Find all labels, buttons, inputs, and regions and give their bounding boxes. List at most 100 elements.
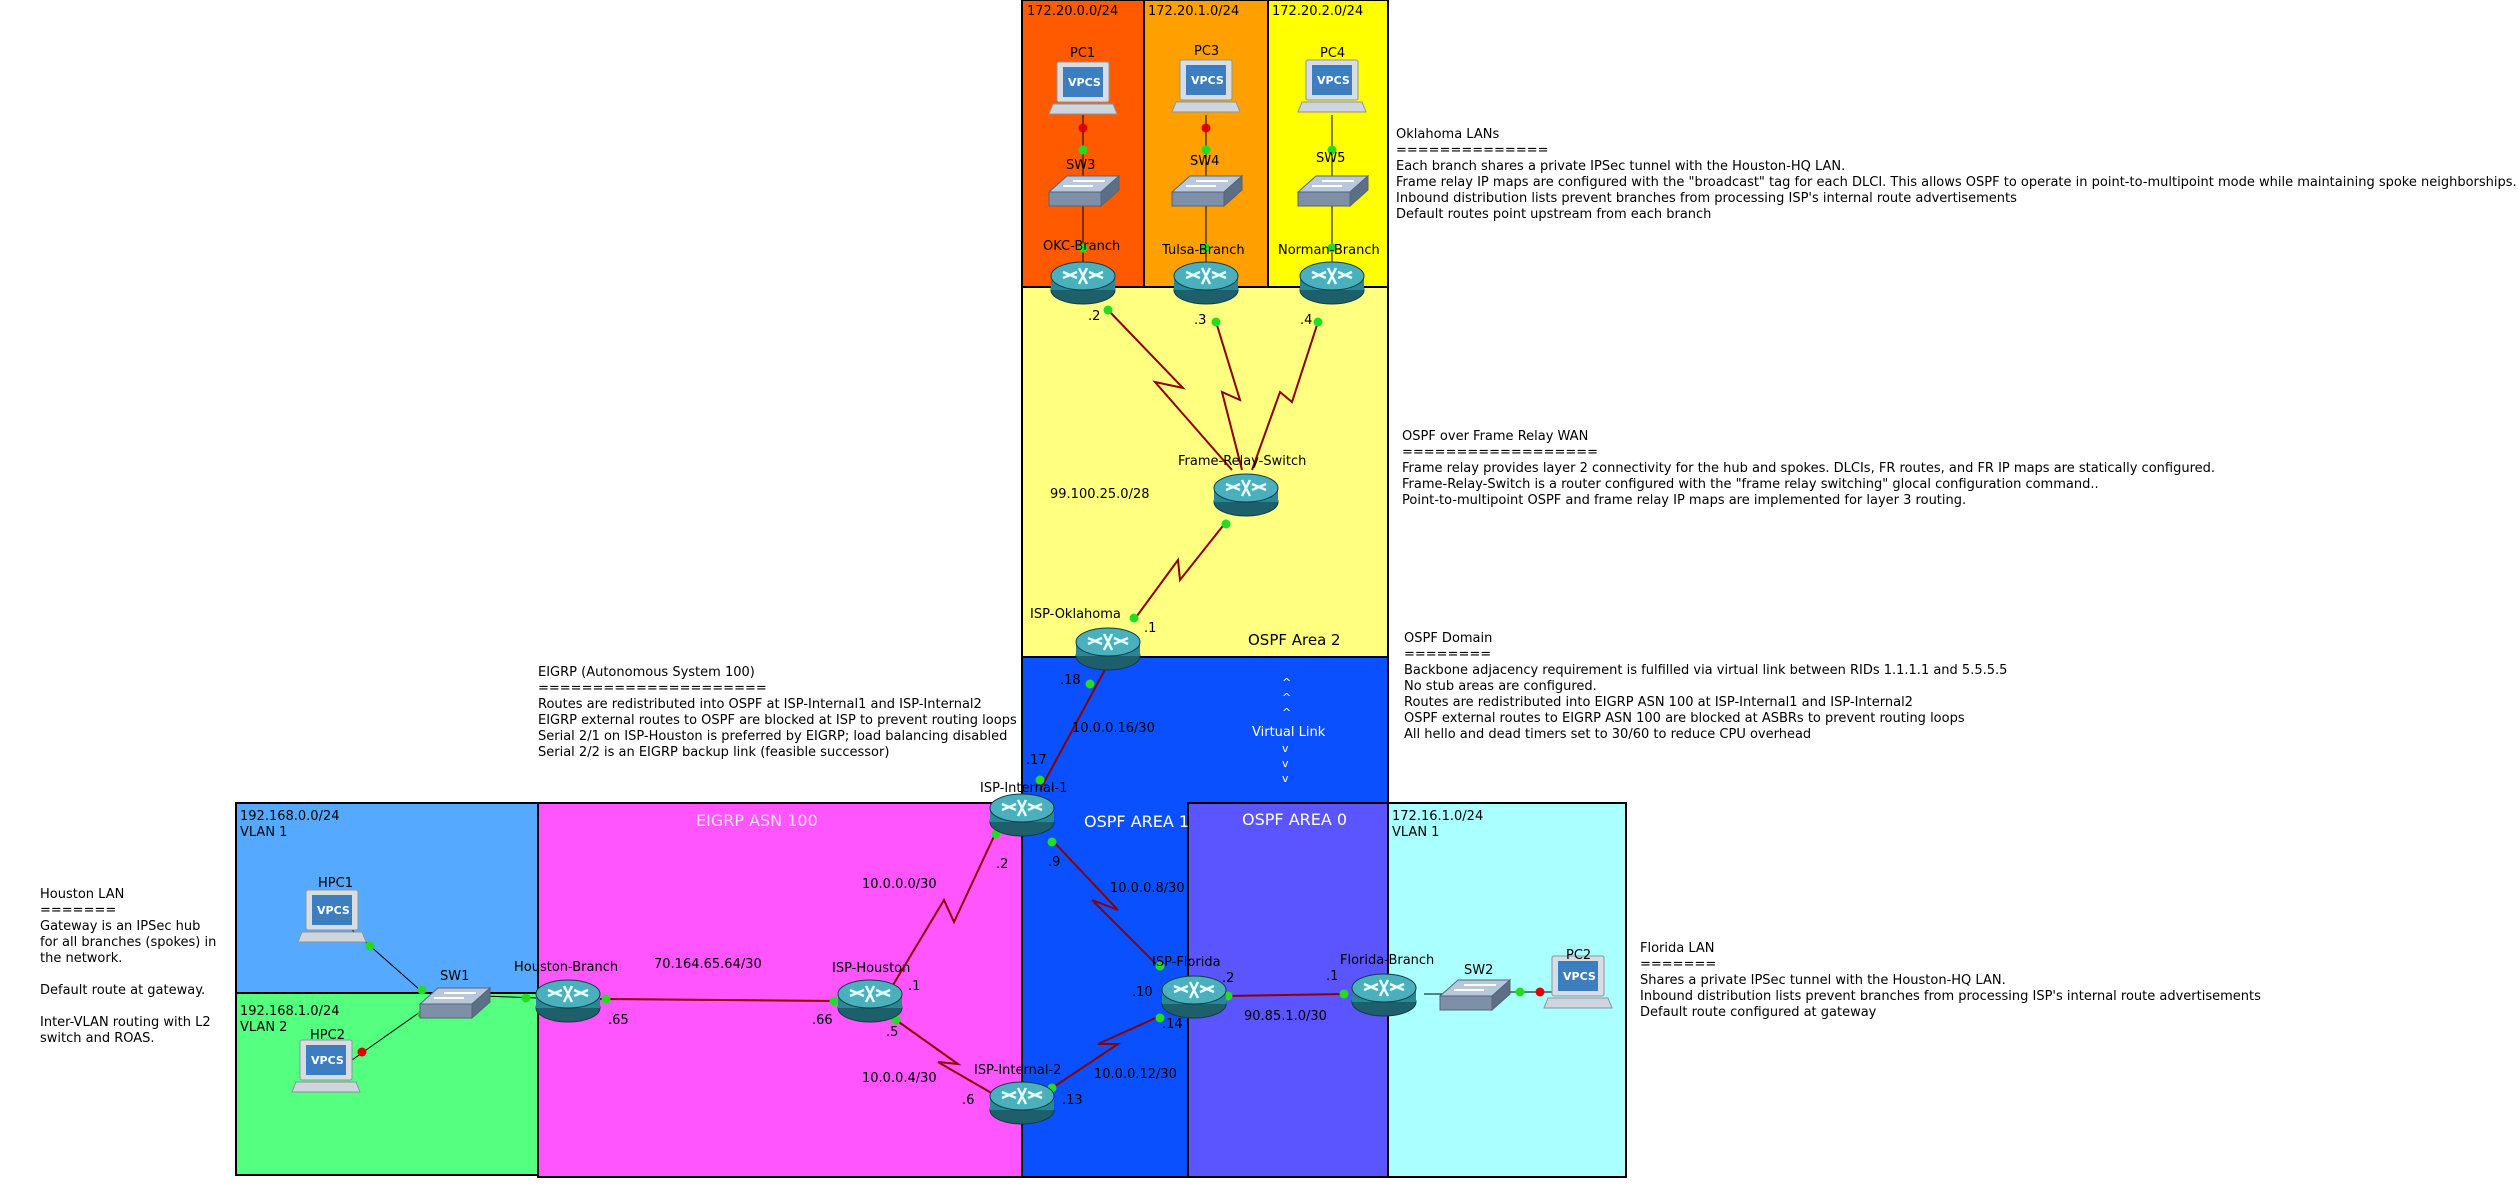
- label-fb-ip: .1: [1326, 969, 1338, 984]
- label-int1-top: .17: [1026, 753, 1047, 768]
- tulsa-router-icon[interactable]: [1172, 260, 1240, 306]
- label-hpc1: HPC1: [318, 876, 353, 891]
- label-isp-internal1: ISP-Internal-1: [980, 781, 1067, 796]
- isp-houston-router-icon[interactable]: [836, 978, 904, 1024]
- houston-branch-router-icon[interactable]: [534, 978, 602, 1024]
- note-line: Frame-Relay-Switch is a router configure…: [1402, 477, 2099, 492]
- label-okc-ip: .2: [1088, 309, 1100, 324]
- note-florida: Florida LAN=======Shares a private IPSec…: [1640, 941, 2261, 1020]
- pc1-icon[interactable]: VPCS: [1048, 61, 1118, 115]
- note-line: ==================: [1402, 445, 1598, 460]
- label-eigrp: EIGRP ASN 100: [696, 811, 818, 830]
- label-ispok-bottom: .18: [1060, 673, 1081, 688]
- label-int1-left: .2: [996, 857, 1008, 872]
- isp-internal2-router-icon[interactable]: [988, 1080, 1056, 1126]
- note-ospf-domain: OSPF Domain========Backbone adjacency re…: [1404, 631, 2007, 742]
- vpcs-label: VPCS: [1563, 970, 1596, 983]
- vpcs-label: VPCS: [317, 904, 350, 917]
- label-houston-branch: Houston-Branch: [514, 960, 618, 975]
- note-line: OSPF Domain: [1404, 631, 1492, 646]
- link-ispok-int1: [1039, 663, 1109, 791]
- note-line: Gateway is an IPSec hub: [40, 919, 200, 934]
- note-line: All hello and dead timers set to 30/60 t…: [1404, 727, 1811, 742]
- label-hpc1-vlan: VLAN 1: [240, 825, 287, 840]
- label-ispok-ip: .1: [1144, 621, 1156, 636]
- zone-hpc2-lan: [235, 992, 539, 1176]
- note-line: EIGRP external routes to OSPF are blocke…: [538, 713, 1017, 728]
- label-fr-net: 99.100.25.0/28: [1050, 487, 1150, 502]
- label-net-16: 10.0.0.16/30: [1072, 721, 1155, 736]
- vl-down-3: v: [1282, 772, 1289, 785]
- label-net-fl: 90.85.1.0/30: [1244, 1009, 1327, 1024]
- virtual-link: ^ ^ ^ Virtual Link v v v: [1252, 676, 1326, 785]
- norman-router-icon[interactable]: [1298, 260, 1366, 306]
- label-int1-right: .9: [1048, 855, 1060, 870]
- link-tulsa-fr: [1215, 321, 1243, 471]
- label-net-0: 10.0.0.0/30: [862, 877, 937, 892]
- okc-router-icon[interactable]: [1049, 260, 1117, 306]
- note-line: Shares a private IPSec tunnel with the H…: [1640, 973, 2006, 988]
- link-labels: 99.100.25.0/28 .2 .3 .4 .1 .18 10.0.0.16…: [608, 309, 1338, 1108]
- note-line: EIGRP (Autonomous System 100): [538, 665, 755, 680]
- label-sw1: SW1: [440, 969, 469, 984]
- note-line: Each branch shares a private IPSec tunne…: [1396, 159, 1845, 174]
- link-ispf-fb: [1227, 993, 1345, 997]
- pc2-icon[interactable]: VPCS: [1543, 955, 1613, 1009]
- note-line: Routes are redistributed into EIGRP ASN …: [1404, 695, 1913, 710]
- zone-ospf-area2: [1021, 286, 1389, 658]
- note-line: Default route configured at gateway: [1640, 1005, 1877, 1020]
- label-sw5: SW5: [1316, 151, 1345, 166]
- label-int2-left: .6: [962, 1093, 974, 1108]
- fr-switch-router-icon[interactable]: [1212, 472, 1280, 518]
- label-net-12: 10.0.0.12/30: [1094, 1067, 1177, 1082]
- note-line: Frame relay IP maps are configured with …: [1396, 175, 2517, 190]
- zone-labels: 172.20.0.0/24 172.20.1.0/24 172.20.2.0/2…: [240, 4, 1483, 1035]
- vpcs-label: VPCS: [1317, 74, 1350, 87]
- label-hpc2-vlan: VLAN 2: [240, 1020, 287, 1035]
- vpcs-label: VPCS: [311, 1054, 344, 1067]
- pc4-icon[interactable]: VPCS: [1297, 59, 1367, 113]
- note-line: Inter-VLAN routing with L2: [40, 1015, 211, 1030]
- note-line: Frame relay provides layer 2 connectivit…: [1402, 461, 2215, 476]
- label-florida-vlan: VLAN 1: [1392, 825, 1439, 840]
- label-sw4: SW4: [1190, 154, 1219, 169]
- isp-florida-router-icon[interactable]: [1160, 974, 1228, 1020]
- label-fr-switch: Frame-Relay-Switch: [1178, 454, 1306, 469]
- label-tulsa-net: 172.20.1.0/24: [1148, 4, 1239, 19]
- note-line: No stub areas are configured.: [1404, 679, 1597, 694]
- label-hpc1-net: 192.168.0.0/24: [240, 809, 340, 824]
- note-line: OSPF over Frame Relay WAN: [1402, 429, 1588, 444]
- link-int1-ispf: [1051, 839, 1161, 969]
- note-oklahoma: Oklahoma LANs==============Each branch s…: [1396, 127, 2517, 222]
- note-line: =====================: [538, 681, 767, 696]
- label-isph-left: .66: [812, 1013, 833, 1028]
- vpcs-label: VPCS: [1191, 74, 1224, 87]
- hpc1-icon[interactable]: VPCS: [297, 889, 367, 943]
- florida-branch-router-icon[interactable]: [1350, 972, 1418, 1018]
- label-pc3: PC3: [1194, 44, 1219, 59]
- label-isph-bottom: .5: [886, 1025, 898, 1040]
- link-isph-int2: [895, 1019, 1001, 1099]
- label-okc-net: 172.20.0.0/24: [1027, 4, 1118, 19]
- zones: [235, 0, 1627, 1178]
- note-line: Florida LAN: [1640, 941, 1715, 956]
- isp-internal1-router-icon[interactable]: [988, 792, 1056, 838]
- device-labels: PC1 PC3 PC4 SW3 SW4 SW5 OKC-Branch Tulsa…: [310, 44, 1591, 1078]
- note-eigrp: EIGRP (Autonomous System 100)===========…: [538, 665, 1017, 760]
- link-okc-fr: [1107, 309, 1233, 471]
- link-int1-isph: [889, 831, 997, 991]
- label-florida-net: 172.16.1.0/24: [1392, 809, 1483, 824]
- pc3-icon[interactable]: VPCS: [1171, 59, 1241, 113]
- label-norman-net: 172.20.2.0/24: [1272, 4, 1363, 19]
- note-line: Oklahoma LANs: [1396, 127, 1499, 142]
- zone-norman-lan: [1267, 0, 1389, 288]
- label-isph-right: .1: [908, 979, 920, 994]
- note-line: Backbone adjacency requirement is fulfil…: [1404, 663, 2007, 678]
- isp-oklahoma-router-icon[interactable]: [1074, 626, 1142, 672]
- hpc2-icon[interactable]: VPCS: [291, 1039, 361, 1093]
- label-sw3: SW3: [1066, 158, 1095, 173]
- label-ispf-right: .2: [1222, 971, 1234, 986]
- label-florida-branch: Florida-Branch: [1340, 953, 1434, 968]
- link-norman-fr: [1251, 321, 1319, 471]
